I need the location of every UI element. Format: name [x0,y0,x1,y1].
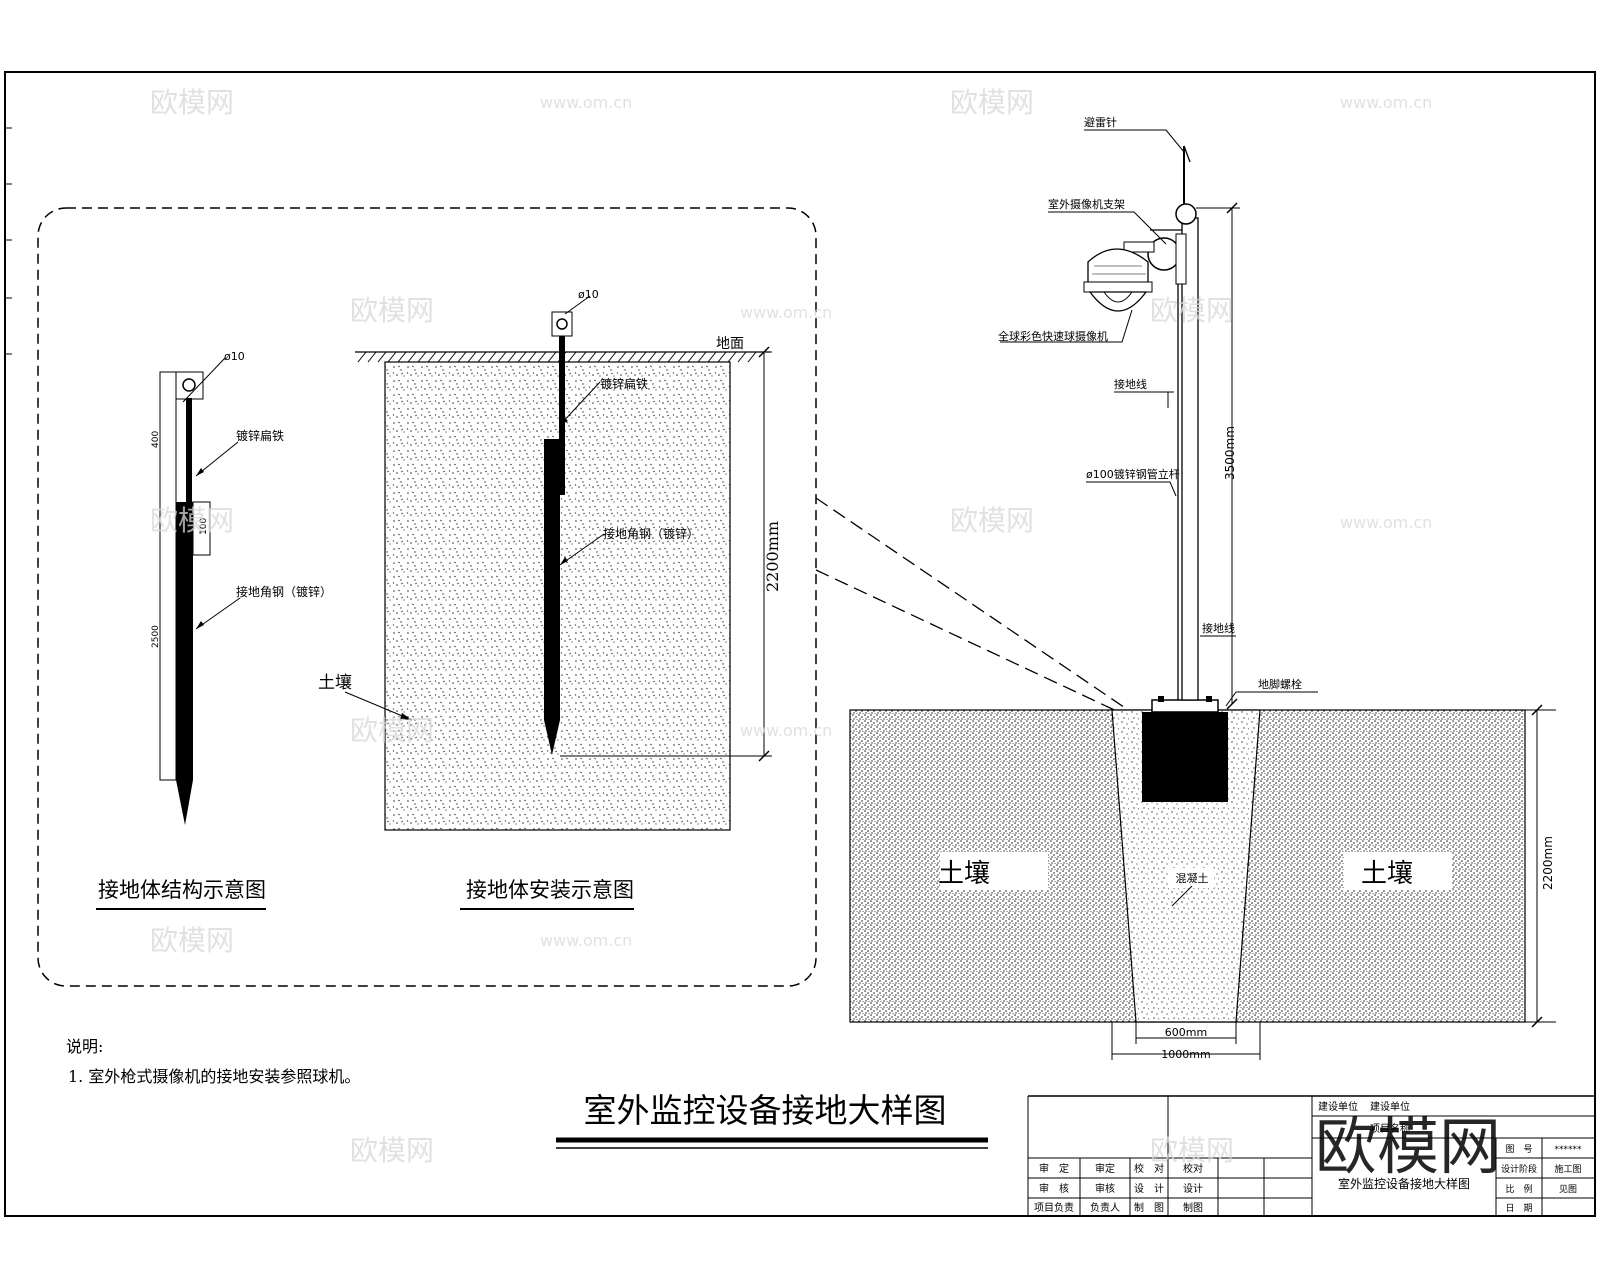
ground-lead-label: 接地线 [1202,621,1235,635]
notes-heading: 说明: [66,1037,103,1056]
tb-project-value: 项目名称 [1370,1122,1410,1135]
tb-role-4-title: 设 计 [1134,1182,1164,1195]
watermark-brand: 欧模网 [1150,294,1234,327]
watermark-url: www.om.cn [740,721,832,740]
tb-unit-label: 建设单位 [1318,1100,1358,1113]
callout-leader-lower [815,569,1141,723]
title-block [1027,1095,1595,1216]
rod-dim-top: 400 [151,431,161,448]
lightning-rod-label: 避雷针 [1084,115,1117,129]
tb-info-1-label: 图 号 [1505,1144,1532,1155]
tb-role-6-name: 制图 [1183,1201,1203,1214]
watermark-brand: 欧模网 [950,86,1034,119]
watermark-brand: 欧模网 [1150,1134,1234,1167]
watermark-url: www.om.cn [1340,513,1432,532]
main-title: 室外监控设备接地大样图 [584,1091,947,1130]
foundation-depth-label: 2200mm [1541,836,1555,890]
tb-info-2-label: 设计阶段 [1501,1163,1537,1175]
rod-lead-label: 镀锌扁铁 [236,429,284,443]
rod-install-detail [344,311,772,831]
detail-callout-box [37,207,817,987]
watermark-logo: 欧模网 [1315,1110,1501,1183]
watermark-brand: 欧模网 [150,86,234,119]
tb-role-3-name: 审核 [1095,1182,1115,1195]
tb-role-1-name: 审定 [1095,1162,1115,1175]
watermark-url: www.om.cn [1340,93,1432,112]
tb-info-3-label: 比 例 [1505,1183,1532,1195]
pit-top-width: 1000mm [1161,1048,1210,1061]
pit-bottom-width: 600mm [1165,1026,1207,1039]
watermark-brand: 欧模网 [350,294,434,327]
tb-role-2-title: 校 对 [1134,1162,1164,1175]
install-depth-label: 2200mm [763,521,782,592]
rod-diameter-label: ø10 [224,350,245,363]
watermark-brand: 欧模网 [150,504,234,537]
grounding-wire-label: 接地线 [1114,377,1147,391]
callout-leader-upper [815,497,1141,719]
pole-foundation [849,696,1526,1023]
tb-info-3-value: 见图 [1559,1184,1577,1195]
soil-label-left: 土壤 [938,859,990,889]
install-angle-label: 接地角钢（镀锌） [603,526,699,541]
install-lead-label: 镀锌扁铁 [600,377,648,391]
rod-install-caption: 接地体安装示意图 [466,878,634,902]
rod-structure-detail [159,357,241,825]
install-diameter-label: ø10 [578,288,599,301]
tb-role-5-name: 负责人 [1090,1201,1120,1214]
tb-role-3-title: 审 核 [1039,1182,1069,1195]
watermark-brand: 欧模网 [350,714,434,747]
install-soil-label: 土壤 [318,672,352,693]
dome-camera-label: 全球彩色快速球摄像机 [998,329,1108,343]
concrete-label: 混凝土 [1176,871,1209,885]
tb-role-1-title: 审 定 [1039,1162,1069,1175]
tb-info-4-label: 日 期 [1505,1203,1532,1214]
watermark-brand: 欧模网 [150,924,234,957]
watermark-url: www.om.cn [540,931,632,950]
tb-unit-value: 建设单位 [1370,1100,1410,1113]
steel-pole-label: ø100镀锌钢管立杆 [1086,467,1180,481]
tb-drawing-name: 室外监控设备接地大样图 [1338,1176,1470,1191]
tb-role-6-title: 制 图 [1134,1201,1164,1214]
camera-bracket-label: 室外摄像机支架 [1048,197,1125,211]
watermark-brand: 欧模网 [950,504,1034,537]
watermark-url: www.om.cn [540,93,632,112]
rod-dim-bottom: 2500 [151,625,161,648]
tb-role-2-name: 校对 [1183,1162,1203,1175]
pole-height-label: 3500mm [1223,426,1237,480]
watermark-brand: 欧模网 [350,1134,434,1167]
ground-surface-label: 地面 [716,336,744,352]
watermarks: 欧模网 www.om.cn 欧模网 www.om.cn 欧模网 www.om.c… [150,86,1432,1167]
rod-angle-label: 接地角钢（镀锌） [236,584,332,599]
rod-dim-mid: 100 [199,518,209,535]
note-item: 1. 室外枪式摄像机的接地安装参照球机。 [68,1067,360,1086]
tb-role-5-title: 项目负责 [1034,1201,1074,1214]
tb-info-2-value: 施工图 [1554,1163,1581,1175]
soil-label-right: 土壤 [1361,859,1413,889]
rod-structure-caption: 接地体结构示意图 [98,878,266,902]
sheet-border [4,71,1596,1217]
steel-pole [1083,145,1199,701]
tb-info-1-value: ****** [1555,1145,1583,1155]
tb-role-4-name: 设计 [1183,1182,1203,1195]
watermark-url: www.om.cn [740,303,832,322]
anchor-bolt-label: 地脚螺栓 [1258,677,1302,691]
